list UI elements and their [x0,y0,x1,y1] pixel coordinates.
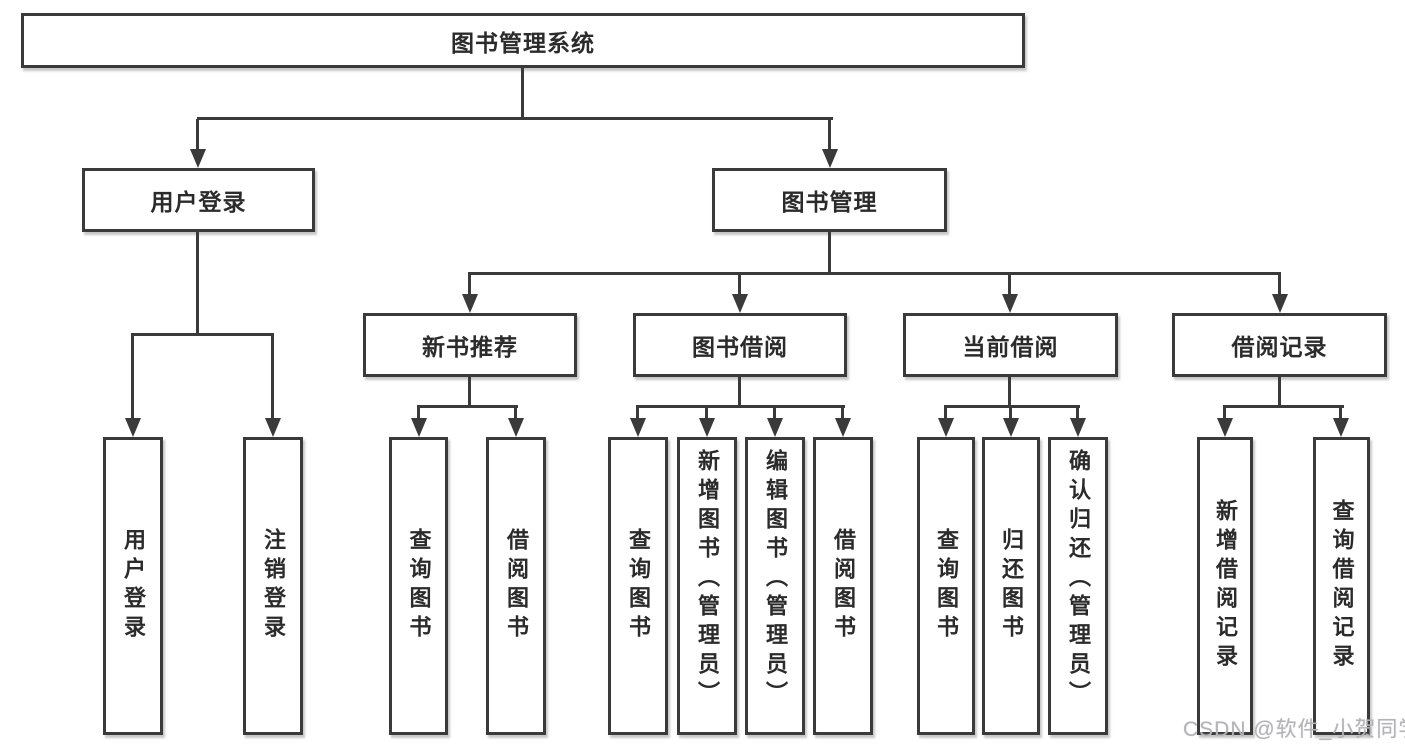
connector-line [131,333,274,336]
connector-line [197,117,833,120]
connector-line [944,407,947,420]
connector-line [828,232,831,275]
connector-line [521,68,524,119]
leaf-label: 注销登录 [261,528,286,644]
leaf-label: 新增借阅记录 [1213,499,1238,673]
csdn-watermark: CSDN @软件_小贺同学 [1183,718,1405,741]
arrow-down-icon [462,294,478,313]
connector-line [468,377,471,408]
arrow-down-icon [1070,418,1086,437]
leaf-user-login: 用户登录 [103,437,163,735]
connector-line [1278,377,1281,408]
leaf-edit-books-admin: 编辑图书（管理员） [745,437,805,735]
node-label: 图书借阅 [692,334,788,360]
leaf-label: 查询图书 [626,528,651,644]
connector-line [828,119,831,152]
arrow-down-icon [938,418,954,437]
node-label: 图书管理 [781,189,878,215]
arrow-down-icon [125,418,141,437]
connector-line [196,232,199,336]
node-borrowing-records: 借阅记录 [1172,313,1387,377]
leaf-label: 用户登录 [121,528,146,644]
arrow-down-icon [835,418,851,437]
connector-line [1278,274,1281,295]
connector-line [773,407,776,420]
node-current-borrowing: 当前借阅 [903,313,1118,377]
connector-line [636,405,845,408]
arrow-down-icon [630,418,646,437]
leaf-label: 借阅图书 [504,528,529,644]
arrow-down-icon [190,149,206,168]
arrow-down-icon [411,418,427,437]
leaf-add-borrow-record: 新增借阅记录 [1197,437,1253,735]
connector-line [944,405,1080,408]
node-label: 新书推荐 [422,334,518,360]
leaf-label: 借阅图书 [831,528,856,644]
connector-line [1076,407,1079,420]
arrow-down-icon [265,418,281,437]
node-label: 用户登录 [150,189,247,215]
connector-line [705,407,708,420]
leaf-label: 查询图书 [406,528,432,644]
connector-line [468,274,471,295]
arrow-down-icon [732,294,748,313]
connector-line [417,407,420,420]
leaf-query-books-borrow: 查询图书 [608,437,668,735]
arrow-down-icon [1217,418,1233,437]
leaf-label: 查询图书 [934,528,959,644]
leaf-label: 归还图书 [999,528,1024,644]
connector-line [1223,405,1344,408]
node-label: 当前借阅 [962,334,1059,360]
node-label: 图书管理系统 [451,29,595,56]
arrow-down-icon [1272,294,1288,313]
leaf-label: 确认归还（管理员） [1066,449,1091,710]
arrow-down-icon [1003,418,1019,437]
leaf-query-borrow-record: 查询借阅记录 [1313,437,1370,735]
leaf-return-books: 归还图书 [982,437,1040,735]
leaf-borrow-books-recommend: 借阅图书 [486,437,546,735]
connector-line [468,272,1281,275]
connector-line [1339,407,1342,420]
node-user-login: 用户登录 [82,168,315,232]
connector-line [131,335,134,420]
arrow-down-icon [1002,294,1018,313]
connector-line [738,377,741,408]
arrow-down-icon [822,149,838,168]
leaf-query-books-recommend: 查询图书 [389,437,448,735]
leaf-add-books-admin: 新增图书（管理员） [677,437,737,735]
connector-line [841,407,844,420]
arrow-down-icon [699,418,715,437]
leaf-borrow-books: 借阅图书 [813,437,873,735]
leaf-label: 查询借阅记录 [1329,499,1355,673]
connector-line [196,119,199,152]
connector-line [1008,377,1011,408]
node-label: 借阅记录 [1231,334,1328,360]
node-new-book-recommendation: 新书推荐 [363,313,577,377]
node-book-borrowing: 图书借阅 [633,313,847,377]
connector-line [1009,407,1012,420]
arrow-down-icon [767,418,783,437]
arrow-down-icon [508,418,524,437]
connector-line [417,405,518,408]
leaf-label: 新增图书（管理员） [695,449,720,710]
connector-line [1223,407,1226,420]
node-library-management-system: 图书管理系统 [21,13,1025,68]
connector-line [271,335,274,420]
node-book-management: 图书管理 [712,168,947,232]
leaf-label: 编辑图书（管理员） [763,449,788,710]
connector-line [1008,274,1011,295]
arrow-down-icon [1333,418,1349,437]
leaf-query-books-current: 查询图书 [917,437,975,735]
connector-line [738,274,741,295]
connector-line [636,407,639,420]
leaf-confirm-return-admin: 确认归还（管理员） [1048,437,1108,735]
connector-line [514,407,517,420]
leaf-logout: 注销登录 [243,437,303,735]
